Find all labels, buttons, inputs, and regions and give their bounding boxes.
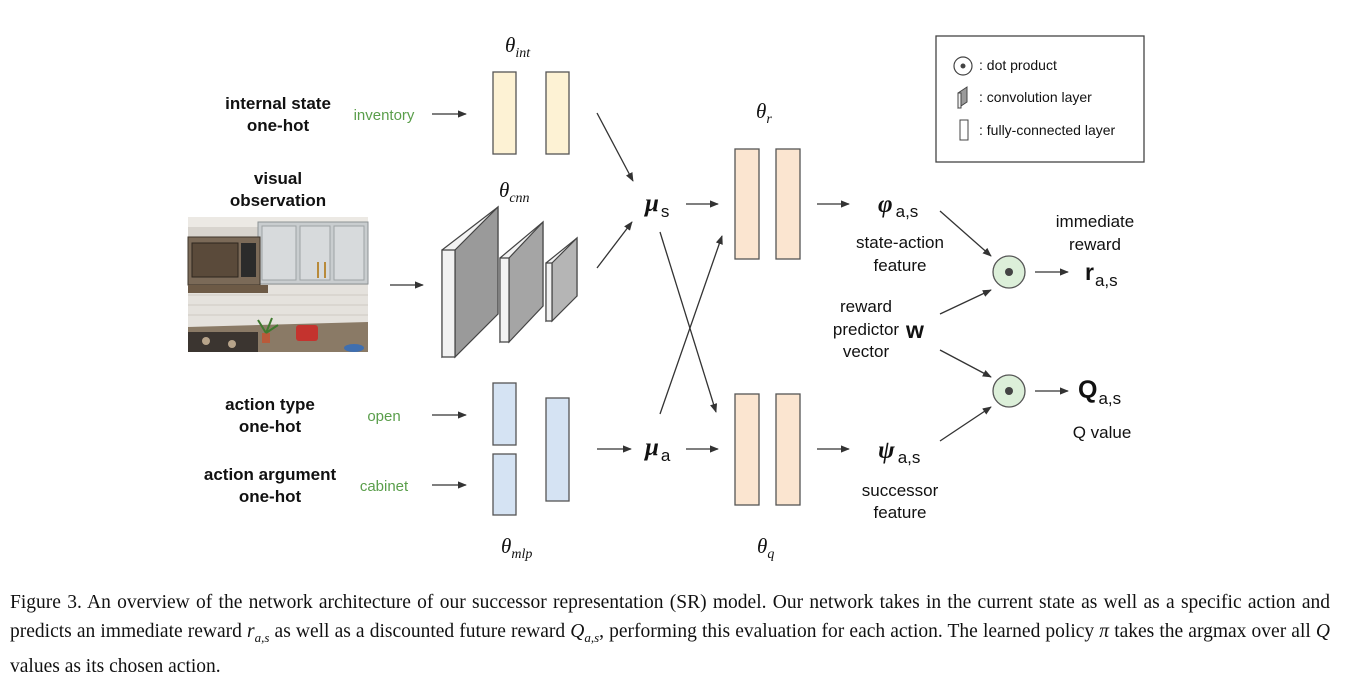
immediate-reward-label-1: immediate — [1056, 212, 1134, 231]
theta-q: θq — [757, 534, 774, 562]
conv-layer-3 — [545, 236, 578, 323]
caption-r-symbol: r — [247, 621, 255, 642]
successor-label-2: feature — [874, 503, 927, 522]
caption-part-1: Figure 3. An overview of the network arc… — [10, 592, 1330, 642]
theta-mlp: θmlp — [501, 534, 532, 562]
state-action-label-1: state-action — [856, 233, 944, 252]
legend-conv-label: : convolution layer — [979, 89, 1092, 105]
legend-dot-icon — [953, 56, 973, 76]
figure-caption: Figure 3. An overview of the network arc… — [10, 588, 1330, 681]
reward-predictor-label-2: predictor — [833, 320, 899, 339]
legend-dot-label: : dot product — [979, 57, 1057, 73]
visual-label-1: visual — [254, 169, 302, 188]
caption-q-symbol: Q — [570, 621, 585, 642]
internal-state-label-1: internal state — [225, 94, 331, 113]
caption-q2-symbol: Q — [1315, 621, 1330, 642]
dot-product-q — [992, 374, 1026, 408]
q-output: Qa,s — [1078, 376, 1121, 408]
state-action-label-2: feature — [874, 256, 927, 275]
dot-product-reward — [992, 255, 1026, 289]
int-fc-layer-1 — [492, 71, 517, 155]
theta-int: θint — [505, 33, 531, 61]
legend-conv-icon — [957, 86, 968, 109]
r-output: ra,s — [1085, 259, 1118, 290]
visual-label-2: observation — [230, 191, 326, 210]
mlp-fc-layer-type — [492, 382, 517, 446]
mlp-fc-layer-argument — [492, 453, 517, 516]
caption-part-3: , performing this evaluation for each ac… — [599, 621, 1100, 642]
legend: : dot product : convolution layer : full… — [935, 35, 1145, 163]
legend-fc-icon — [959, 119, 969, 141]
immediate-reward-label-2: reward — [1069, 235, 1121, 254]
action-argument-label-2: one-hot — [239, 487, 302, 506]
open-value: open — [367, 408, 400, 425]
int-fc-layer-2 — [545, 71, 570, 155]
w-symbol: w — [905, 317, 924, 343]
reward-head-layer-1 — [734, 148, 760, 260]
caption-part-2: as well as a discounted future reward — [269, 621, 571, 642]
q-value-label: Q value — [1073, 423, 1132, 442]
reward-predictor-label-1: reward — [840, 297, 892, 316]
mlp-fc-layer-2 — [545, 397, 570, 502]
action-argument-label-1: action argument — [204, 465, 337, 484]
caption-pi-symbol: π — [1099, 621, 1110, 642]
conv-layer-1 — [441, 205, 499, 359]
successor-head-layer-1 — [734, 393, 760, 506]
architecture-diagram: internal state one-hot visual observatio… — [187, 33, 1145, 562]
successor-head-layer-2 — [775, 393, 801, 506]
action-type-label-1: action type — [225, 395, 315, 414]
conv-layer-2 — [499, 220, 544, 344]
successor-label-1: successor — [862, 481, 939, 500]
inventory-value: inventory — [354, 107, 415, 124]
caption-part-4: takes the argmax over all — [1109, 621, 1316, 642]
theta-cnn: θcnn — [499, 178, 530, 206]
caption-part-5: values as its chosen action. — [10, 655, 221, 677]
action-type-label-2: one-hot — [239, 417, 302, 436]
reward-head-layer-2 — [775, 148, 801, 260]
caption-r-subscript: a,s — [254, 629, 270, 645]
kitchen-observation-image — [187, 217, 369, 352]
theta-r: θr — [756, 99, 772, 127]
cabinet-value: cabinet — [360, 478, 409, 495]
internal-state-label-2: one-hot — [247, 116, 310, 135]
reward-predictor-label-3: vector — [843, 342, 890, 361]
legend-fc-label: : fully-connected layer — [979, 122, 1116, 138]
caption-q-subscript: a,s — [584, 629, 600, 645]
